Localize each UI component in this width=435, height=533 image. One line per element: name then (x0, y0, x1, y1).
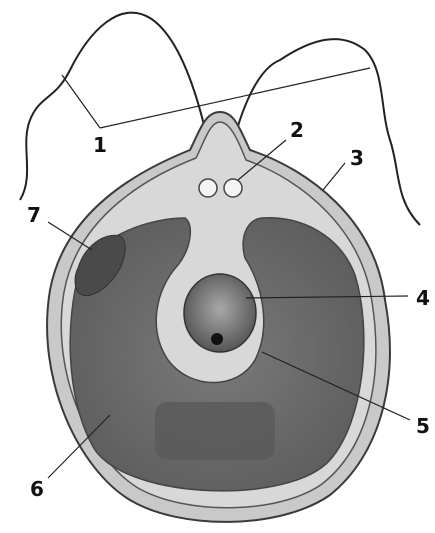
nucleolus (211, 333, 223, 345)
leader-3 (323, 163, 345, 190)
label-3: 3 (350, 146, 364, 170)
label-7: 7 (27, 203, 41, 227)
label-6: 6 (30, 477, 44, 501)
contractile-vacuole-left (199, 179, 217, 197)
label-2: 2 (290, 118, 304, 142)
contractile-vacuole-right (224, 179, 242, 197)
leader-1b (100, 68, 370, 128)
label-1: 1 (93, 133, 107, 157)
label-5: 5 (416, 414, 430, 438)
label-4: 4 (416, 286, 430, 310)
pyrenoid (155, 402, 275, 460)
leader-1a (62, 75, 100, 128)
